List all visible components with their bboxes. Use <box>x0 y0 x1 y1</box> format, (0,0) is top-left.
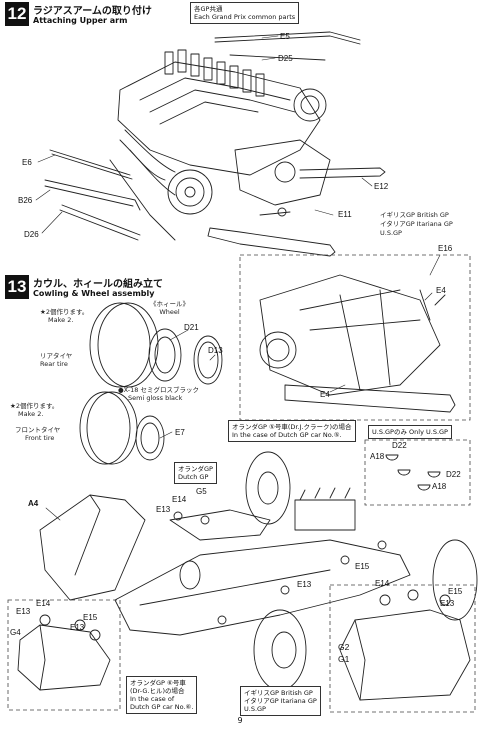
british-box-line-2: イタリアGP Itariana GP <box>244 697 317 705</box>
rear-tire-en: Rear tire <box>40 360 68 368</box>
part-a18-right: A18 <box>432 482 447 491</box>
front-tire-en: Front tire <box>25 434 55 442</box>
british-box-line-3: U.S.GP <box>244 705 266 713</box>
part-e13-right: E13 <box>440 599 455 608</box>
step-12-title-jp: ラジアスアームの取り付け <box>33 6 152 17</box>
part-e11: E11 <box>338 210 352 219</box>
part-a18-left: A18 <box>370 452 385 461</box>
part-e16: E16 <box>438 244 453 253</box>
page-number: 9 <box>237 716 243 725</box>
part-e13-body-1: E13 <box>156 505 171 514</box>
step-12-number: 12 <box>5 2 29 26</box>
part-g5: G5 <box>196 487 207 496</box>
step-12-common-note: 各GP共通 Each Grand Prix common parts <box>190 2 300 24</box>
engine-illustration <box>109 49 331 241</box>
usgp-small-parts <box>385 454 441 491</box>
make-two-rear-en: Make 2. <box>48 316 74 324</box>
rear-cowling-illustration <box>339 589 471 701</box>
part-d22-left: D22 <box>392 441 407 450</box>
step-13-title-jp: カウル、ホィールの組み立て <box>33 279 163 290</box>
paint-note-jp: ●X-18 セミグロスブラック <box>118 386 199 394</box>
part-b26: B26 <box>18 196 33 205</box>
part-d26: D26 <box>24 230 39 239</box>
british-gp-box: イギリスGP British GP イタリアGP Itariana GP U.S… <box>240 686 321 716</box>
dutch-box2-line-1: オランダGP ⑥号車 <box>130 679 186 687</box>
part-e14-body: E14 <box>172 495 187 504</box>
dutch-label-en: Dutch GP <box>178 473 209 481</box>
gp-box-line-3: U.S.GP <box>380 229 402 237</box>
part-g1: G1 <box>338 654 350 664</box>
wheel-heading: 《ホィール》 Wheel <box>150 300 189 316</box>
wheel-heading-jp: 《ホィール》 <box>150 300 189 308</box>
dutch-gp-car6-box: オランダGP ⑥号車 (Dr-G.ヒル)の場合 In the case of D… <box>126 676 198 714</box>
gp-box-line-2: イタリアGP Itariana GP <box>380 220 453 228</box>
part-e6: E6 <box>22 158 32 167</box>
part-e15-body: E15 <box>355 562 370 571</box>
part-d25: D25 <box>278 54 293 63</box>
part-e14-right: E14 <box>375 579 390 588</box>
part-e13-left-2: E13 <box>70 623 85 632</box>
dutch-box2-line-4: Dutch GP car No.⑥. <box>130 703 194 711</box>
dutch-gp-label: オランダGP Dutch GP <box>174 462 217 484</box>
dutch-box-line-2: In the case of Dutch GP car No.⑤. <box>232 431 342 439</box>
front-tire-jp: フロントタイヤ <box>15 426 61 434</box>
rear-tire-label: リアタイヤ Rear tire <box>40 352 72 368</box>
step-12-gp-box: イギリスGP British GP イタリアGP Itariana GP U.S… <box>380 211 453 238</box>
step-13-number: 13 <box>5 275 29 299</box>
common-note-jp: 各GP共通 <box>194 5 223 13</box>
paint-note-en: Semi gloss black <box>128 394 183 402</box>
front-tire-label: フロントタイヤ Front tire <box>15 426 60 442</box>
chassis-rear-illustration <box>259 274 456 413</box>
part-d22-right: D22 <box>446 470 461 479</box>
dutch-label-jp: オランダGP <box>178 465 213 473</box>
part-e14-left: E14 <box>36 599 51 608</box>
part-g2: G2 <box>338 642 350 652</box>
make-two-front-note: ★2個作ります。 Make 2. <box>10 402 58 418</box>
part-g4: G4 <box>10 628 21 637</box>
rear-tire-jp: リアタイヤ <box>40 352 73 360</box>
common-note-en: Each Grand Prix common parts <box>194 13 296 21</box>
part-e12: E12 <box>374 182 389 191</box>
part-e4-upper: E4 <box>436 286 446 295</box>
wheel-heading-en: Wheel <box>159 308 180 316</box>
front-cowling-illustration <box>17 614 111 691</box>
step-12-title-en: Attaching Upper arm <box>33 16 128 25</box>
part-e15-right: E15 <box>448 587 463 596</box>
part-e13-left-1: E13 <box>16 607 31 616</box>
dutch-box2-line-3: In the case of <box>130 695 175 703</box>
front-wheel-assembly <box>79 391 165 465</box>
part-e7: E7 <box>175 428 185 437</box>
dutch-gp-car5-box: オランダGP ⑤号車(Dr.J.クラーク)の場合 In the case of … <box>228 420 356 442</box>
make-two-front-en: Make 2. <box>18 410 44 418</box>
part-e4-lower: E4 <box>320 390 330 399</box>
make-two-front-jp: ★2個作ります。 <box>10 402 59 410</box>
rear-wheel-assembly <box>89 302 223 388</box>
part-e15-left: E15 <box>83 613 98 622</box>
part-e13-body-2: E13 <box>297 580 312 589</box>
part-e5: E5 <box>280 32 290 41</box>
dutch-box2-line-2: (Dr-G.ヒル)の場合 <box>130 687 185 695</box>
step-13-title-en: Cowling & Wheel assembly <box>33 289 155 298</box>
dutch-box-line-1: オランダGP ⑤号車(Dr.J.クラーク)の場合 <box>232 423 352 431</box>
make-two-rear-jp: ★2個作ります。 <box>40 308 89 316</box>
part-a4: A4 <box>28 499 39 508</box>
usgp-only-box: U.S.GPのみ Only U.S.GP <box>368 425 452 439</box>
make-two-rear-note: ★2個作ります。 Make 2. <box>40 308 88 324</box>
paint-note: ●X-18 セミグロスブラック Semi gloss black <box>118 386 199 402</box>
radius-arms <box>44 31 386 257</box>
british-box-line-1: イギリスGP British GP <box>244 689 313 697</box>
car-body-illustration <box>39 451 478 691</box>
part-d13: D13 <box>208 346 223 355</box>
part-d21: D21 <box>184 323 199 332</box>
gp-box-line-1: イギリスGP British GP <box>380 211 449 219</box>
